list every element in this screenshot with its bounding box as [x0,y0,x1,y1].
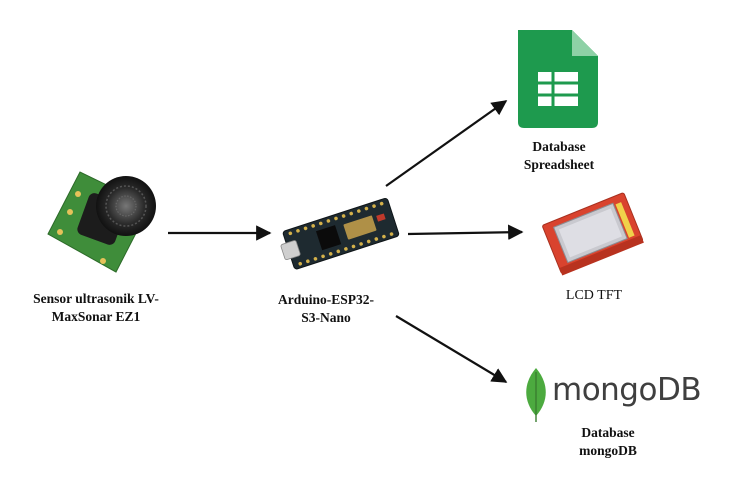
mongodb-label-line1: Database [581,425,635,440]
lcd-label-line1: LCD TFT [565,288,623,303]
mongodb-label: Database mongoDB [564,424,652,460]
mongodb-label-line2: mongoDB [579,443,637,458]
lcd-label: LCD TFT [545,287,643,305]
sensor-label-line1: Sensor ultrasonik LV- [33,291,159,306]
arduino-board-icon [280,197,400,270]
sheets-label-line2: Spreadsheet [523,157,595,172]
ultrasonic-sensor-icon [47,171,156,273]
mongodb-logo-text: mongoDB [552,372,702,408]
sheets-label: Database Spreadsheet [500,138,618,174]
mcu-label: Arduino-ESP32- S3-Nano [262,291,390,327]
arrow-mcu-to-lcd [407,224,524,240]
sheets-label-line1: Database [532,139,586,154]
lcd-tft-icon [542,192,644,276]
arrow-mcu-to-mongodb [395,315,508,383]
sensor-label-line2: MaxSonar EZ1 [51,309,141,324]
edges [168,100,524,383]
arrow-mcu-to-sheets [385,100,508,187]
mcu-label-line2: S3-Nano [301,310,351,325]
mongodb-leaf-icon [526,368,546,422]
mcu-label-line1: Arduino-ESP32- [277,292,375,307]
sensor-label: Sensor ultrasonik LV- MaxSonar EZ1 [12,290,180,326]
google-sheets-icon [518,30,598,128]
